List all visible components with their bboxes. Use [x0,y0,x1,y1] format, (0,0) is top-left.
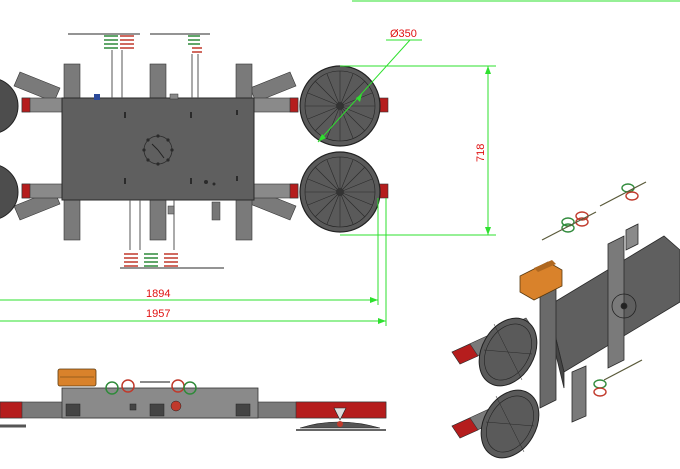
main-plate [61,97,255,201]
side-suction-cups [0,407,386,431]
width-inner-label: 1894 [146,288,170,300]
width-outer-label: 1957 [146,308,170,320]
top-coils [68,33,210,100]
diameter-dimension: Ø350 [317,28,422,143]
suction-cup-upper [299,65,381,147]
side-view [0,368,387,431]
diameter-label: Ø350 [390,28,417,40]
iso-frame [539,223,680,423]
suction-cup-lower [299,151,381,233]
spacing-label: 718 [475,144,487,162]
spacing-dimension [340,65,496,236]
control-box [57,368,97,387]
iso-coils [541,181,647,397]
isometric-view [451,181,680,459]
top-view: Ø350 718 1894 1957 [0,0,680,326]
suction-cups-left [0,79,19,219]
suction-cups-right [299,65,381,233]
bottom-coils [120,200,224,269]
iso-cups [478,317,540,459]
width-dimensions [0,198,387,326]
plate-details [124,110,238,186]
